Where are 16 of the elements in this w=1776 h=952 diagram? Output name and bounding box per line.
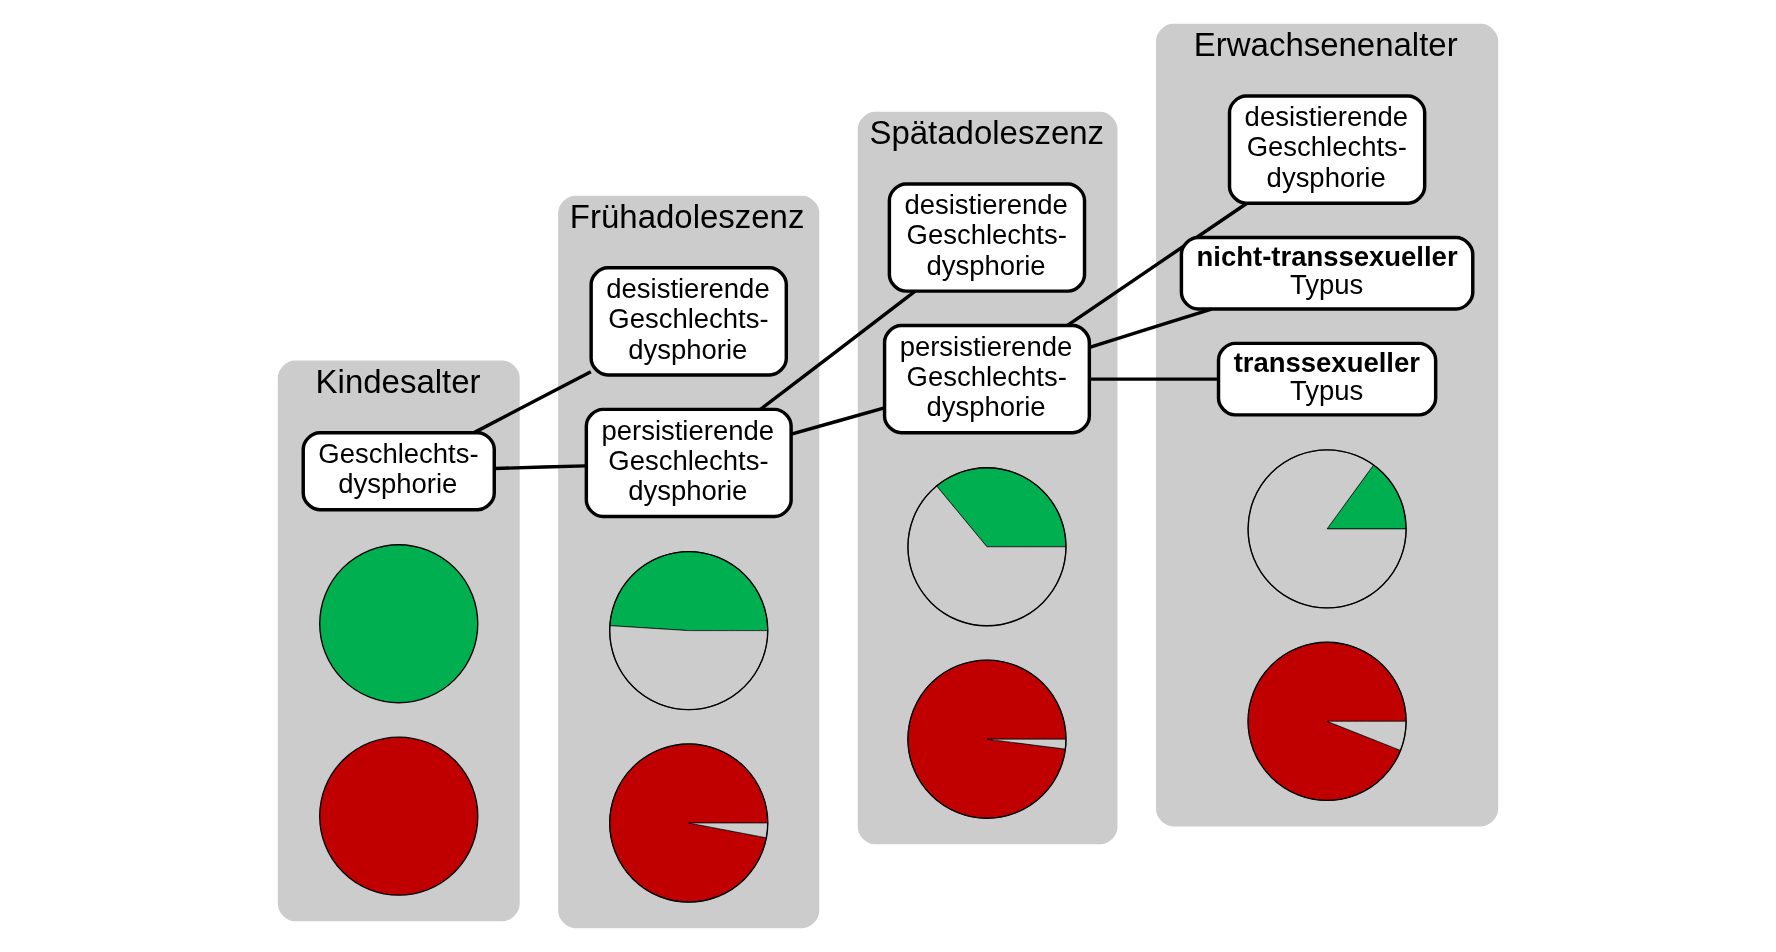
node-box: Geschlechts- dysphorie: [301, 431, 496, 512]
connector: [1066, 202, 1248, 327]
node-circle: [319, 544, 479, 704]
connector: [1089, 307, 1213, 349]
connector: [494, 464, 586, 471]
node-box: transsexueller Typus: [1216, 341, 1438, 417]
node-box: persistierende Geschlechts- dysphorie: [882, 323, 1092, 435]
node-box: desistierende Geschlechts- dysphorie: [1227, 94, 1427, 205]
node-box: nicht-transsexueller Typus: [1179, 235, 1475, 311]
connector: [1089, 377, 1219, 381]
node-box: persistierende Geschlechts- dysphorie: [584, 407, 793, 519]
node-box: desistierende Geschlechts- dysphorie: [589, 266, 788, 377]
node-circle: [319, 736, 479, 896]
node-box: desistierende Geschlechts- dysphorie: [887, 182, 1087, 293]
connector: [473, 370, 592, 435]
connector: [759, 289, 917, 411]
